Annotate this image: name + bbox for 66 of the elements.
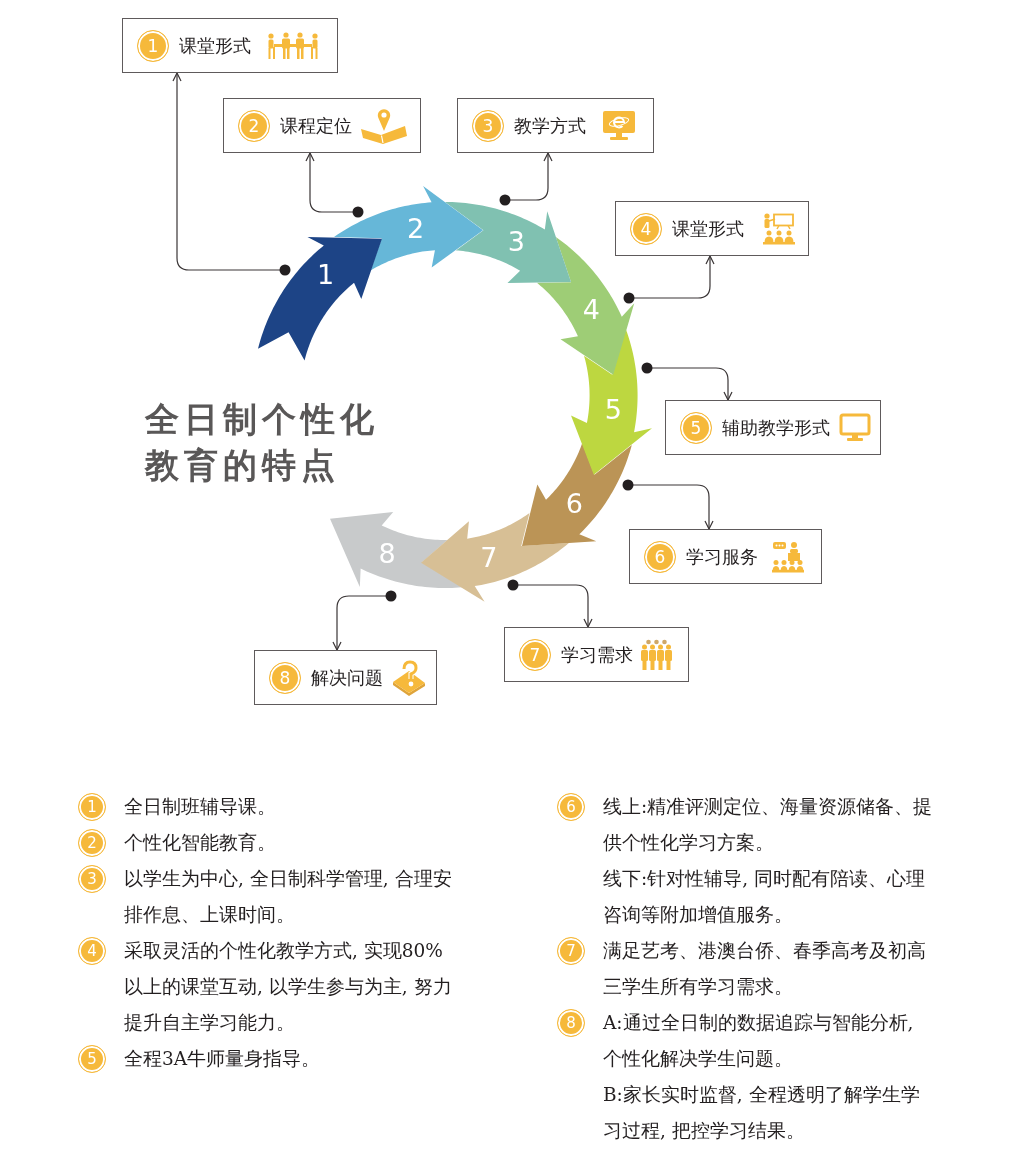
- leader-line: [499, 152, 553, 206]
- leader-line: [332, 590, 397, 651]
- leader-line: [172, 72, 291, 276]
- arrow-segment: [257, 236, 382, 360]
- number-badge: 3: [472, 109, 504, 142]
- number-badge: 6: [644, 540, 676, 573]
- number-badge: 4: [630, 212, 662, 245]
- topic-box: [629, 529, 822, 584]
- topic-label: 解决问题: [311, 666, 383, 689]
- number-badge: 3: [78, 865, 106, 893]
- arrow-segment: [536, 236, 634, 375]
- number-badge: 8: [557, 1009, 585, 1037]
- topic-box: [615, 201, 809, 256]
- arrow-segment: [421, 512, 570, 602]
- step-number: 3: [507, 226, 525, 257]
- topic-label: 学习需求: [561, 643, 633, 666]
- topic-label: 课堂形式: [179, 34, 251, 57]
- step-number: 6: [565, 488, 584, 519]
- item-text: 个性化智能教育。: [124, 831, 277, 855]
- title: 全日制个性化教育的特点: [145, 398, 380, 487]
- topic-label: 教学方式: [514, 114, 586, 137]
- number-badge: 4: [78, 937, 106, 965]
- arrow-segment: [333, 186, 483, 271]
- topic-label: 学习服务: [686, 545, 758, 568]
- step-number: 7: [480, 543, 498, 574]
- topic-box: [223, 98, 421, 153]
- item-text: B:家长实时监督, 全程透明了解学生学习过程, 把控学习结果。: [603, 1083, 921, 1143]
- topic-box: [457, 98, 654, 153]
- number-badge: 1: [78, 793, 106, 821]
- number-badge: 7: [557, 937, 585, 965]
- number-badge: 2: [78, 829, 106, 857]
- leader-line: [641, 362, 733, 401]
- topic-box: [122, 18, 338, 73]
- item-text: 采取灵活的个性化教学方式, 实现80%以上的课堂互动, 以学生参与为主, 努力提升自主学习能力。: [124, 939, 453, 1035]
- number-badge: 1: [137, 29, 169, 62]
- item-text: 全日制班辅导课。: [124, 795, 277, 819]
- leader-line: [623, 255, 715, 304]
- topic-box: [254, 650, 437, 705]
- number-badge: 2: [238, 109, 270, 142]
- step-number: 5: [604, 394, 622, 425]
- number-badge: 5: [680, 411, 712, 444]
- number-badge: 6: [557, 793, 585, 821]
- step-number: 2: [407, 213, 425, 244]
- topic-label: 课堂形式: [672, 217, 744, 240]
- topic-box: [504, 627, 689, 682]
- step-number: 1: [316, 260, 335, 291]
- topic-box: [665, 400, 881, 455]
- topic-label: 课程定位: [280, 114, 352, 137]
- item-text: 线下:针对性辅导, 同时配有陪读、心理咨询等附加增值服务。: [603, 867, 926, 927]
- topic-label: 辅助教学形式: [722, 416, 830, 439]
- item-text: 全程3A牛师量身指导。: [124, 1047, 322, 1071]
- arrow-segment: [444, 202, 571, 284]
- arrow-segment: [329, 511, 463, 588]
- number-badge: 8: [269, 661, 301, 694]
- leader-line: [305, 152, 364, 218]
- item-text: 线上:精准评测定位、海量资源储备、提供个性化学习方案。: [603, 795, 934, 855]
- leader-line: [507, 579, 593, 628]
- step-number: 4: [582, 295, 600, 326]
- item-text: A:通过全日制的数据追踪与智能分析, 个性化解决学生问题。: [603, 1011, 915, 1071]
- item-text: 以学生为中心, 全日制科学管理, 合理安排作息、上课时间。: [124, 867, 453, 927]
- leader-line: [622, 479, 714, 530]
- arrow-segment: [521, 442, 632, 546]
- number-badge: 5: [78, 1045, 106, 1073]
- arrow-segment: [571, 328, 653, 475]
- number-badge: 7: [519, 638, 551, 671]
- item-text: 满足艺考、港澳台侨、春季高考及初高三学生所有学习需求。: [603, 939, 927, 999]
